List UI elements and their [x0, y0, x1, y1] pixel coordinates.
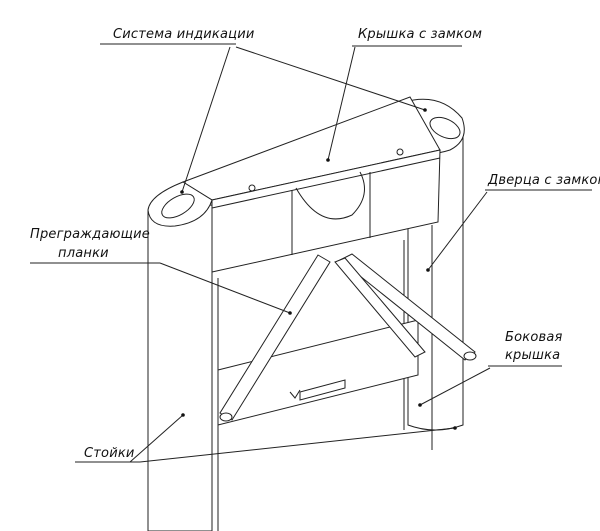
label-side-cover-2: крышка [505, 348, 561, 363]
left-post [147, 181, 213, 531]
label-posts: Стойки [84, 446, 135, 461]
housing [211, 148, 441, 273]
label-indication-system: Система индикации [113, 27, 255, 42]
leader-lines [30, 43, 592, 463]
label-door-with-lock: Дверца с замком [488, 173, 600, 188]
label-side-cover-1: Боковая [505, 330, 563, 345]
label-lid-with-lock: Крышка с замком [358, 27, 483, 42]
label-barrier-bars-1: Преграждающие [30, 227, 150, 242]
leader-dots [180, 108, 457, 430]
barrier-bars [219, 253, 477, 422]
label-barrier-bars-2: планки [58, 246, 109, 261]
